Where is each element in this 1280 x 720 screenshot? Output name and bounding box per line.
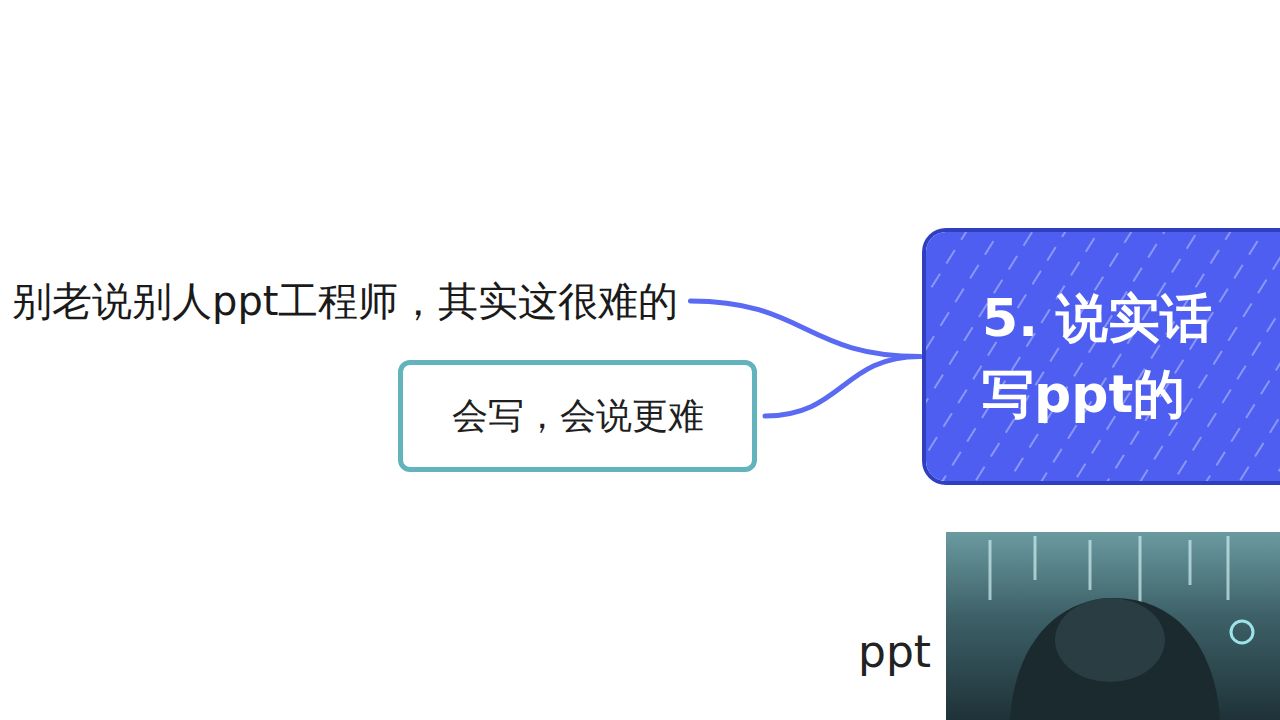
ring-icon	[1231, 621, 1253, 643]
note-label: ppt	[858, 626, 931, 677]
branch-connector	[690, 301, 920, 357]
node-text: 会写，会说更难	[452, 390, 704, 442]
person-head	[1055, 598, 1165, 682]
node-text: 别老说别人ppt工程师，其实这很难的	[12, 272, 678, 330]
video-frame	[946, 532, 1280, 720]
node-text: 5. 说实话 写ppt的	[982, 281, 1272, 432]
branch-connector	[765, 357, 920, 417]
hatch-fill	[926, 232, 1280, 481]
topic-text: 别老说别人ppt工程师，其实这很难的	[8, 270, 682, 332]
root-box: 5. 说实话 写ppt的	[922, 228, 1280, 485]
person-silhouette	[1010, 598, 1220, 720]
video-thumbnail	[946, 532, 1280, 720]
topic-box: 会写，会说更难	[398, 360, 757, 472]
